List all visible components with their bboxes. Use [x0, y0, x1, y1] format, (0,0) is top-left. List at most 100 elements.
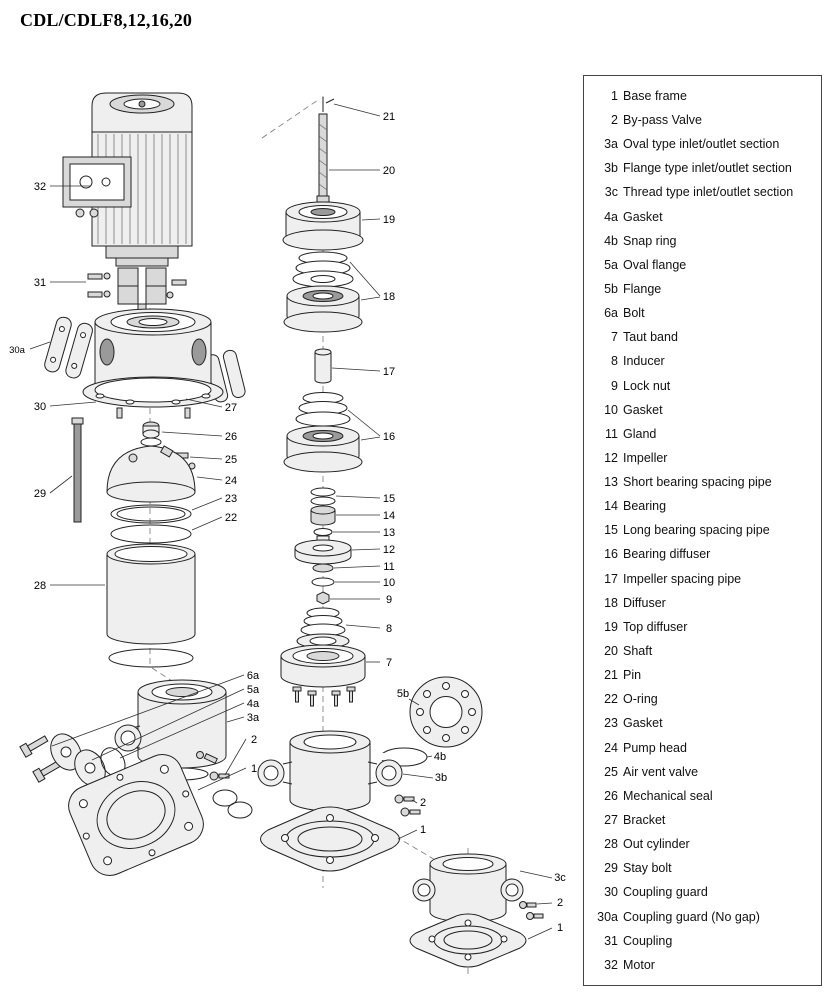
part-number: 14: [604, 499, 618, 514]
parts-list-row: 24 Pump head: [590, 736, 815, 760]
parts-list-row: 30a Coupling guard (No gap): [590, 905, 815, 929]
part-number: 8: [611, 354, 618, 369]
callout-coupling: 31: [34, 277, 46, 289]
callout-snap-ring-4b: 4b: [434, 751, 446, 763]
part-number: 23: [604, 716, 618, 731]
part-number: 24: [604, 740, 618, 755]
part-number: 30a: [597, 909, 618, 924]
part-label: Air vent valve: [623, 764, 699, 779]
part-label: Impeller spacing pipe: [623, 571, 742, 586]
part-label: Coupling: [623, 933, 673, 948]
parts-list-row: 17 Impeller spacing pipe: [590, 567, 815, 591]
motor-drawing: [62, 92, 193, 267]
part-label: Coupling guard: [623, 885, 708, 900]
part-label: Coupling guard (No gap): [623, 909, 760, 924]
callout-short-bearing-spacing-pipe: 13: [383, 527, 395, 539]
part-number: 5b: [604, 281, 618, 296]
callout-top-diffuser: 19: [383, 214, 395, 226]
part-number: 1: [611, 88, 618, 103]
callout-o-ring-22: 22: [225, 512, 237, 524]
callout-gasket-23: 23: [225, 493, 237, 505]
part-number: 4b: [604, 233, 618, 248]
callout-flange-5b: 5b: [397, 688, 409, 700]
part-number: 26: [604, 788, 618, 803]
part-label: Out cylinder: [623, 837, 690, 852]
callout-impeller-spacing-pipe: 17: [383, 366, 395, 378]
parts-list-row: 25 Air vent valve: [590, 760, 815, 784]
callout-bearing-diffuser: 16: [383, 431, 395, 443]
callout-coupling-guard: 30: [34, 401, 46, 413]
part-label: Pump head: [623, 740, 687, 755]
part-number: 7: [611, 330, 618, 345]
callout-base-right: 1: [557, 922, 563, 934]
part-label: Lock nut: [623, 378, 671, 393]
part-label: Inducer: [623, 354, 665, 369]
callout-lock-nut: 9: [386, 594, 392, 606]
part-label: Mechanical seal: [623, 788, 713, 803]
part-number: 17: [604, 571, 618, 586]
part-label: Base frame: [623, 88, 687, 103]
stay-bolt-drawing: [71, 417, 84, 523]
callout-inducer: 8: [386, 623, 392, 635]
part-label: Impeller: [623, 450, 668, 465]
callout-gasket-4a: 4a: [247, 698, 260, 710]
out-cylinder-drawing: [106, 543, 196, 668]
part-number: 30: [604, 885, 618, 900]
part-label: Shaft: [623, 644, 653, 659]
part-number: 25: [604, 764, 618, 779]
part-label: By-pass Valve: [623, 112, 702, 127]
callout-oval-flange-5a: 5a: [247, 684, 260, 696]
callout-flange-section-3b: 3b: [435, 772, 447, 784]
part-number: 4a: [604, 209, 618, 224]
callout-bypass-mid: 2: [420, 797, 426, 809]
part-label: Stay bolt: [623, 861, 672, 876]
callout-impeller: 12: [383, 544, 395, 556]
part-label: Bolt: [623, 306, 645, 321]
callout-thread-section-3c: 3c: [554, 872, 566, 884]
coupling-guard-drawing: [44, 316, 246, 403]
part-number: 20: [604, 644, 618, 659]
callout-long-bearing-spacing-pipe: 15: [383, 493, 395, 505]
pump-head-drawing: [106, 445, 196, 503]
callout-bolt-6a: 6a: [247, 670, 260, 682]
part-number: 3b: [604, 161, 618, 176]
callout-bypass-right: 2: [557, 897, 563, 909]
part-number: 2: [611, 112, 618, 127]
part-label: Gasket: [623, 402, 663, 417]
part-number: 11: [605, 426, 618, 441]
callout-bearing: 14: [383, 510, 395, 522]
callout-oval-section-3a: 3a: [247, 712, 260, 724]
part-number: 15: [604, 523, 618, 538]
parts-list-row: 30 Coupling guard: [590, 881, 815, 905]
part-label: Pin: [623, 668, 642, 683]
part-number: 16: [604, 547, 618, 562]
parts-list-row: 20 Shaft: [590, 639, 815, 663]
part-number: 3a: [604, 137, 618, 152]
part-number: 28: [604, 837, 618, 852]
part-label: O-ring: [623, 692, 658, 707]
part-number: 12: [604, 450, 618, 465]
part-label: Taut band: [623, 330, 678, 345]
o-ring-22-drawing: [110, 524, 192, 544]
